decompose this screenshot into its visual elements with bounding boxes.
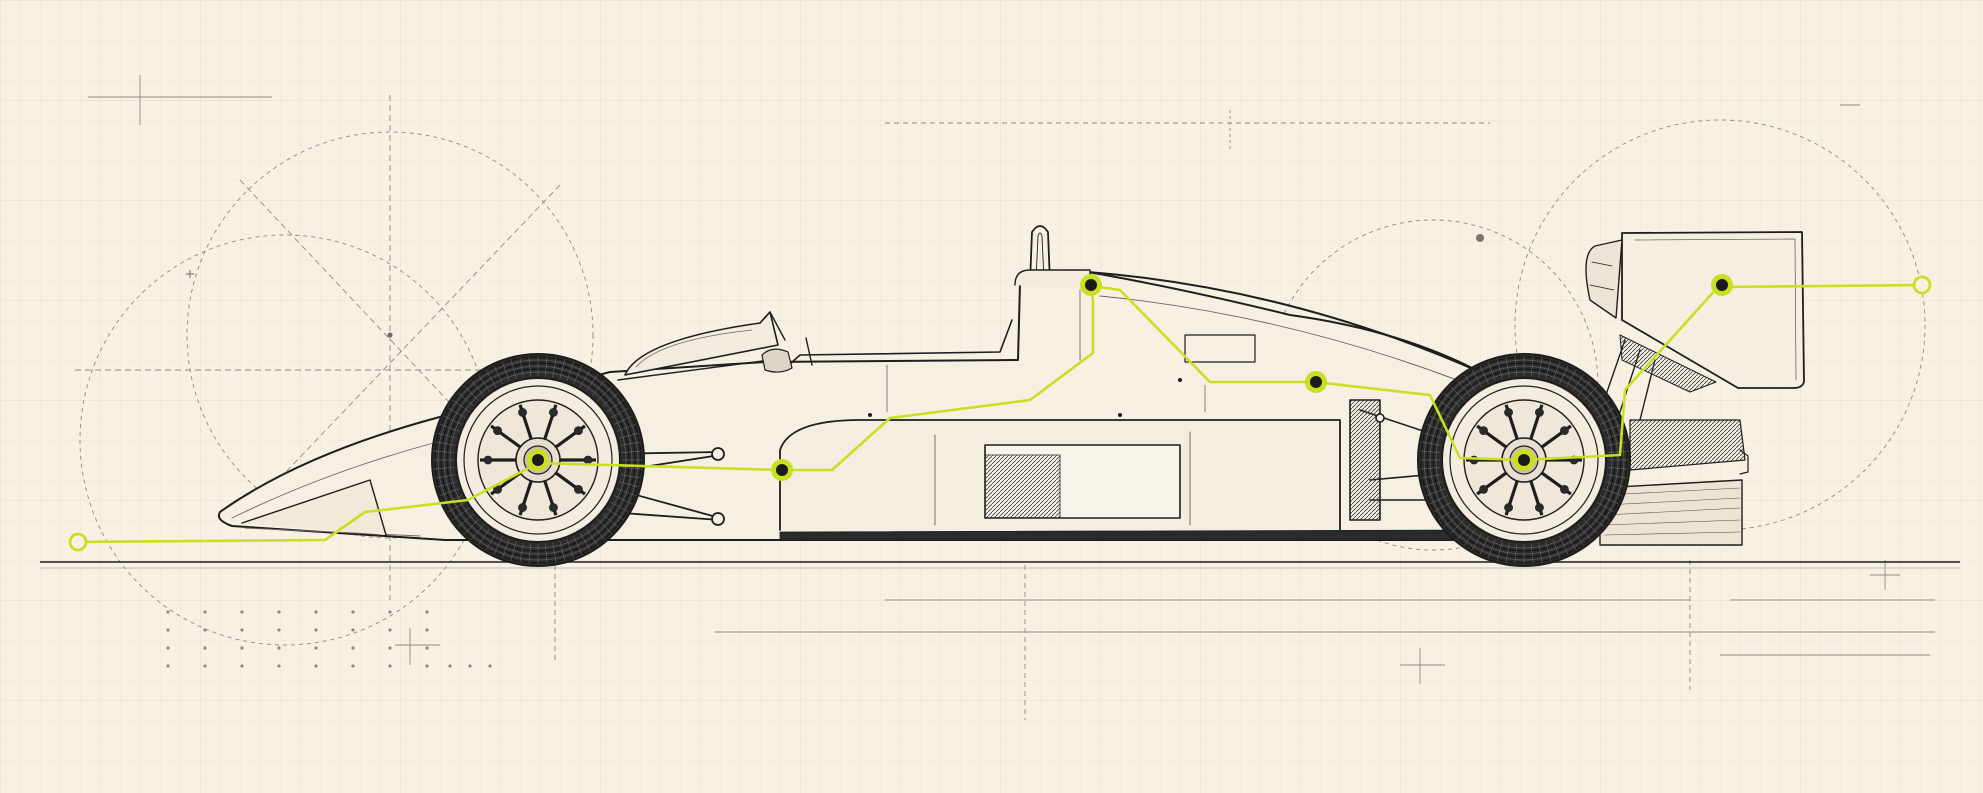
grid-dot <box>314 646 318 650</box>
grid-dot <box>351 610 355 614</box>
rear-wing-node[interactable] <box>1711 274 1733 296</box>
cross-mark <box>186 270 194 278</box>
sidepod-node[interactable] <box>771 459 793 481</box>
nose-endpoint-node[interactable] <box>68 532 88 552</box>
grid-dot <box>314 664 318 668</box>
roll-hoop <box>1014 225 1091 291</box>
dot-matrix <box>166 610 492 668</box>
grid-dot <box>277 610 281 614</box>
grid-dot <box>314 628 318 632</box>
grid-dot <box>277 646 281 650</box>
grid-dot <box>351 628 355 632</box>
grid-dot <box>388 646 392 650</box>
rear-endpoint-node[interactable] <box>1912 275 1932 295</box>
windscreen <box>624 311 813 376</box>
grid-dot <box>203 646 207 650</box>
grid-dot <box>240 628 244 632</box>
reference-dot <box>1476 234 1484 242</box>
center-mark <box>387 332 393 338</box>
grid-dot <box>203 664 207 668</box>
callout-nodes <box>68 274 1932 552</box>
grid-dot <box>351 646 355 650</box>
front-wheel-hub-node[interactable] <box>527 449 549 471</box>
grid-dot <box>425 610 429 614</box>
grid-dot <box>240 610 244 614</box>
grid-dot <box>240 646 244 650</box>
callout-line-nose <box>76 461 540 544</box>
engine-cover-node[interactable] <box>1305 371 1327 393</box>
grid-dot <box>425 646 429 650</box>
callout-line-rear-wing <box>1522 283 1924 462</box>
roll-hoop-node[interactable] <box>1080 274 1102 296</box>
rear-wing <box>1585 231 1805 421</box>
grid-dot <box>277 628 281 632</box>
grid-dot <box>166 610 170 614</box>
grid-dot <box>166 664 170 668</box>
grid-dot <box>425 664 429 668</box>
rear-suspension <box>1349 399 1481 521</box>
rear-wheel-hub-node[interactable] <box>1513 449 1535 471</box>
grid-dot <box>240 664 244 668</box>
grid-dot <box>203 610 207 614</box>
grid-dot <box>388 610 392 614</box>
grid-dot <box>277 664 281 668</box>
grid-dot <box>166 628 170 632</box>
grid-dot <box>388 628 392 632</box>
grid-dot <box>166 646 170 650</box>
grid-dot <box>203 628 207 632</box>
grid-dot <box>425 628 429 632</box>
rear-diffuser <box>1599 419 1749 546</box>
grid-dot <box>314 610 318 614</box>
grid-dot <box>351 664 355 668</box>
grid-dot <box>388 664 392 668</box>
